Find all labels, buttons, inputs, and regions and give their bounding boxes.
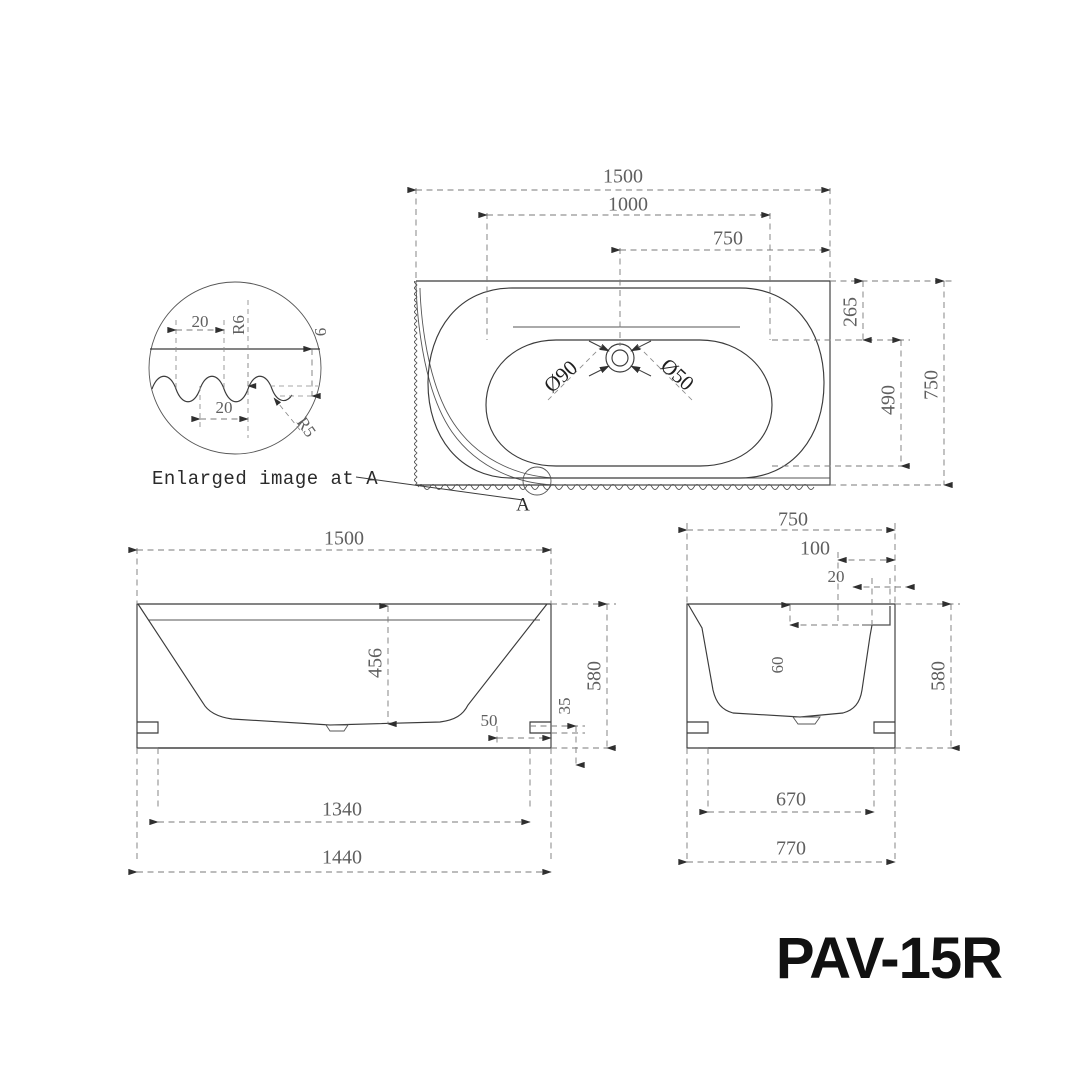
side-dim-770-label: 770 (776, 838, 806, 860)
plan-callout-circle-a (522, 466, 552, 496)
detail-dim-top-pitch-label: 20 (192, 312, 209, 331)
detail-dim-r5-label: R5 (293, 414, 320, 441)
side-foot-notch-left (687, 721, 709, 734)
drain-spoke-se (630, 365, 652, 377)
side-dim-100-label: 100 (800, 538, 830, 560)
side-dim-670-label: 670 (776, 789, 806, 811)
plan-bowl-inner (485, 339, 773, 467)
plan-dim-1500-label: 1500 (603, 166, 643, 188)
front-dim-1500-label: 1500 (324, 528, 364, 550)
front-dim-35-label: 35 (555, 698, 574, 715)
plan-dim-750w-label: 750 (921, 370, 943, 400)
drain-leader-50 (635, 343, 693, 401)
detail-dim-r5-line (273, 397, 301, 431)
front-dim-1440-label: 1440 (322, 847, 362, 869)
front-dim-456-label: 456 (365, 648, 387, 678)
front-foot-notch-left (137, 721, 159, 734)
side-dim-20-label: 20 (828, 567, 845, 586)
detail-boundary-circle (148, 281, 322, 455)
drain-leader-90 (547, 343, 605, 401)
plan-view: Ø90 Ø50 A 1500 1000 750 (407, 166, 953, 515)
front-bowl-profile (137, 603, 548, 726)
side-drain-bump (792, 716, 821, 725)
plan-drain-assembly: Ø90 Ø50 (539, 340, 699, 401)
front-elevation-view: 1500 456 580 50 35 1340 1440 (128, 528, 616, 876)
detail-dim-depth-label: 6 (311, 328, 330, 337)
front-dim-1340-label: 1340 (322, 799, 362, 821)
plan-skirt-inner (419, 287, 830, 479)
front-drain-bump (325, 724, 349, 732)
plan-rim-outer (427, 287, 825, 479)
front-dim-580-label: 580 (584, 661, 606, 691)
side-foot-notch-right (873, 721, 895, 734)
detail-dim-r6-label: R6 (229, 315, 248, 335)
drain-diameter-50-label: Ø50 (656, 353, 699, 395)
side-dim-750-label: 750 (778, 509, 808, 531)
drain-spoke-ne (630, 340, 652, 352)
side-dim-60-label: 60 (768, 657, 787, 674)
plan-dim-490-label: 490 (878, 385, 900, 415)
drain-spoke-sw (588, 365, 610, 377)
plan-dim-1000-label: 1000 (608, 194, 648, 216)
detail-dim-bottom-pitch-label: 20 (216, 398, 233, 417)
plan-bottom-serration (417, 484, 815, 490)
model-title: PAV-15R (775, 926, 1003, 991)
side-elevation-view: 750 100 20 60 580 670 770 (678, 509, 960, 866)
detail-view-at-a: 20 20 R6 R5 6 Enlarged image at A (148, 281, 524, 501)
detail-note-leader (355, 476, 524, 501)
side-bowl-profile (687, 603, 891, 718)
drain-outer-circle (605, 343, 635, 373)
plan-left-serration (413, 281, 419, 485)
front-dim-50-label: 50 (481, 711, 498, 730)
plan-dim-750off-label: 750 (713, 228, 743, 250)
detail-wave-profile (151, 375, 293, 403)
plan-skirt-outer (415, 280, 830, 486)
drain-diameter-90-label: Ø90 (539, 355, 582, 397)
plan-callout-letter-a: A (516, 494, 530, 515)
detail-note-label: Enlarged image at A (152, 468, 378, 490)
drain-inner-circle (611, 349, 629, 367)
plan-dim-265-label: 265 (840, 297, 862, 327)
front-foot-notch-right (529, 721, 551, 734)
side-dim-580-label: 580 (928, 661, 950, 691)
drain-spoke-nw (588, 340, 610, 352)
